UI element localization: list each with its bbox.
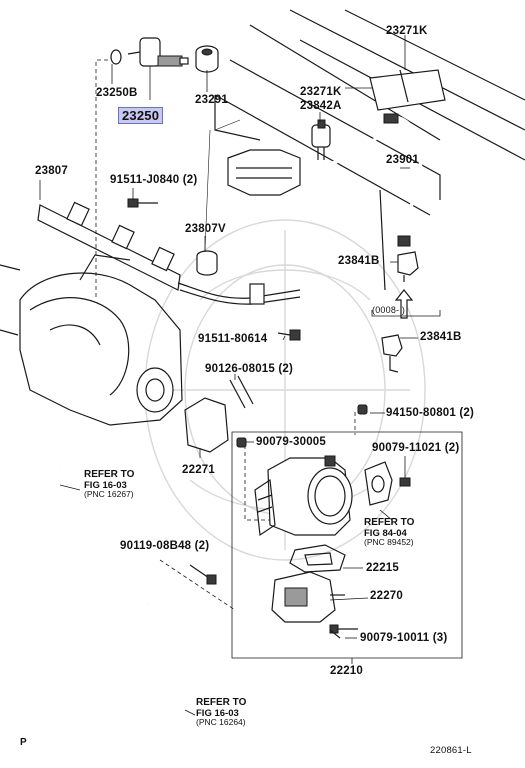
refer-pnc-text: (PNC 89452) <box>364 537 414 548</box>
throttle-position-sensor <box>364 461 411 506</box>
arrow-icon <box>394 289 414 319</box>
label-22271: 22271 <box>182 464 215 476</box>
intake-manifold <box>0 254 183 426</box>
refer-to-text: REFER TO <box>196 697 247 708</box>
label-23842a: 23842A <box>300 100 342 112</box>
engine-block-outline <box>204 9 525 291</box>
label-23807: 23807 <box>35 165 68 177</box>
screw-90079-10011 <box>329 629 341 639</box>
refer-fig-text: FIG 84-04 <box>364 527 407 539</box>
label-23271k: 23271K <box>300 86 342 98</box>
refer-fig-text: FIG 16-03 <box>196 707 239 719</box>
throttle-body <box>254 455 353 537</box>
leader-lines <box>39 35 418 716</box>
label-0008-range: (0008- ) <box>372 305 406 315</box>
label-90079-30005: 90079-30005 <box>256 436 326 448</box>
label-23291: 23291 <box>195 94 228 106</box>
hose-connector-23842a <box>311 119 331 160</box>
fuel-delivery-pipe <box>37 201 301 305</box>
label-90079-10011: 90079-10011 (3) <box>360 632 448 644</box>
label-94150-80801: 94150-80801 (2) <box>386 407 475 419</box>
spacer-23807v <box>196 250 218 276</box>
label-23250b: 23250B <box>96 87 138 99</box>
screw-94150-80801 <box>357 404 368 415</box>
refer-to-text: REFER TO <box>364 517 415 528</box>
label-91511-j0840: 91511-J0840 (2) <box>110 174 198 186</box>
idle-air-control-valve <box>271 571 358 634</box>
label-23901: 23901 <box>386 154 419 166</box>
screw-90079-30005 <box>236 437 247 448</box>
fuel-injector <box>110 37 189 67</box>
label-91511-80614: 91511-80614 <box>198 333 268 345</box>
bolt-90119-08b48 <box>189 564 217 585</box>
label-23271k-top: 23271K <box>386 25 428 37</box>
hose-clamp-23271k <box>369 69 446 111</box>
bolt-91511-j0840 <box>127 198 158 208</box>
throttle-body-box <box>231 412 463 659</box>
label-22270: 22270 <box>370 590 403 602</box>
label-90126-08015: 90126-08015 (2) <box>205 363 294 375</box>
label-90079-11021: 90079-11021 (2) <box>372 442 460 454</box>
stud-90126-08015 <box>229 375 254 409</box>
gasket-22271 <box>184 397 229 453</box>
water-bypass-hose-lower <box>136 604 196 720</box>
label-90119-08b48: 90119-08B48 (2) <box>120 540 210 552</box>
label-23841b: 23841B <box>338 255 380 267</box>
o-ring-23250b <box>110 49 122 65</box>
label-22210: 22210 <box>330 665 363 677</box>
fuel-hose-23901 <box>324 113 423 247</box>
label-23841b-2: 23841B <box>420 331 462 343</box>
refer-pnc-text: (PNC 16264) <box>196 717 246 728</box>
bolt-91511-80614 <box>277 329 301 341</box>
injector-insulator <box>195 45 219 73</box>
figure-code: 220861-L <box>430 745 472 756</box>
refer-to-fig-16-03-upper[interactable]: REFER TO FIG 16-03 (PNC 16267) <box>84 469 135 500</box>
water-bypass-hose-upper <box>56 469 161 564</box>
gasket-22215 <box>289 544 346 573</box>
label-23807v: 23807V <box>185 223 226 235</box>
refer-to-fig-84-04[interactable]: REFER TO FIG 84-04 (PNC 89452) <box>364 517 415 548</box>
oil-filler-cap <box>227 149 301 196</box>
corner-mark: P <box>20 737 27 748</box>
label-23250-highlighted[interactable]: 23250 <box>118 107 164 124</box>
refer-pnc-text: (PNC 16267) <box>84 489 134 500</box>
fuel-union-23841b <box>371 251 441 373</box>
refer-to-fig-16-03-lower[interactable]: REFER TO FIG 16-03 (PNC 16264) <box>196 697 247 728</box>
refer-to-text: REFER TO <box>84 469 135 480</box>
refer-fig-text: FIG 16-03 <box>84 479 127 491</box>
label-22215: 22215 <box>366 562 399 574</box>
